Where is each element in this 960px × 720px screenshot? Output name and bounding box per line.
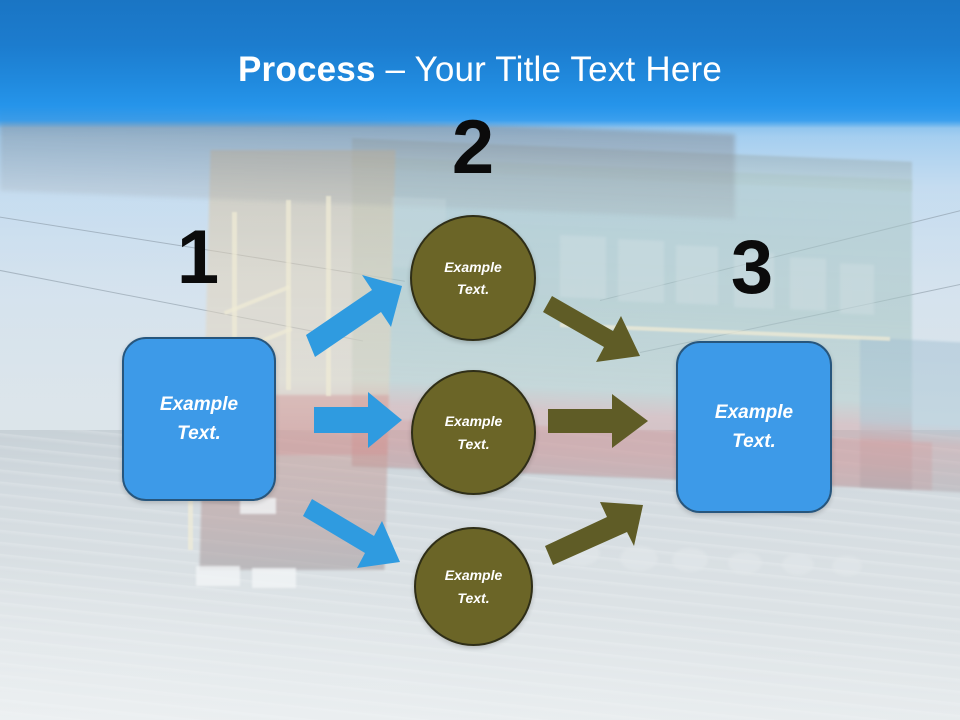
arrow-box-to-circle-top: [306, 275, 402, 357]
train-wheel: [832, 556, 862, 576]
middle-circle-top[interactable]: Example Text.: [410, 215, 536, 341]
input-box-label: Example Text.: [159, 393, 239, 444]
arrow-circle-top-to-box: [543, 296, 640, 362]
cab-railing: [286, 200, 291, 390]
arrow-box-to-circle-middle: [314, 392, 402, 448]
arrow-box-to-circle-bottom: [303, 499, 400, 568]
output-box[interactable]: Example Text.: [676, 341, 832, 513]
page-title: Process – Your Title Text Here: [0, 50, 960, 90]
step-number-2: 2: [451, 105, 495, 190]
train-wheel: [620, 546, 658, 571]
title-separator: –: [375, 50, 415, 89]
output-box-label: Example Text.: [714, 401, 794, 452]
header-band: [0, 0, 960, 128]
middle-circle-top-label: Example Text.: [444, 258, 502, 297]
title-light: Your Title Text Here: [414, 50, 722, 89]
front-bumper: [252, 568, 296, 588]
title-strong: Process: [238, 50, 376, 89]
middle-circle-middle-label: Example Text.: [444, 413, 503, 452]
front-bumper: [196, 566, 240, 586]
arrow-circle-middle-to-box: [548, 394, 648, 448]
train-wheel: [782, 554, 814, 575]
cab-railing: [232, 212, 237, 382]
middle-circle-bottom-label: Example Text.: [444, 567, 503, 606]
step-number-3: 3: [730, 225, 774, 310]
front-bumper: [240, 498, 276, 514]
cab-railing: [326, 196, 331, 396]
middle-circle-middle[interactable]: Example Text.: [411, 370, 536, 495]
train-wheel: [672, 548, 708, 572]
step-number-1: 1: [176, 215, 220, 300]
train-wheel: [728, 552, 762, 574]
arrow-circle-bottom-to-box: [545, 502, 643, 565]
middle-circle-bottom[interactable]: Example Text.: [414, 527, 533, 646]
input-box[interactable]: Example Text.: [122, 337, 276, 501]
